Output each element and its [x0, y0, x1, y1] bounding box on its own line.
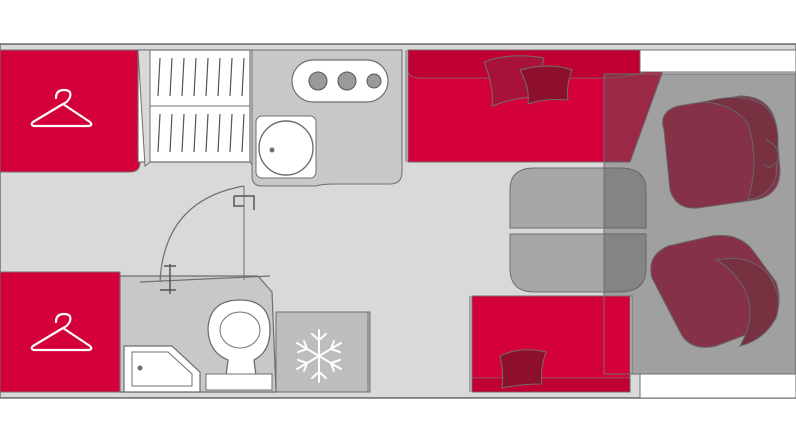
round-sink-icon [255, 115, 317, 179]
kitchen-unit [251, 49, 403, 187]
hanger-icon [30, 88, 93, 128]
washroom [119, 185, 277, 393]
cab-seat-passenger [650, 234, 780, 348]
cab-seat-driver [662, 95, 781, 209]
wardrobe-top [0, 49, 141, 173]
cab-panel-bottom [639, 373, 796, 399]
gas-hob-icon [291, 59, 389, 103]
top-wall [0, 0, 796, 44]
dropdown-bed-overlay [603, 73, 796, 375]
dinette-table [509, 167, 647, 293]
bench-seat-top [407, 49, 665, 163]
shower-tray-icon [123, 345, 201, 393]
snowflake-icon [296, 329, 342, 383]
cab-panel-top [639, 49, 796, 73]
fridge [275, 311, 371, 393]
cushion-icon [499, 349, 547, 389]
bench-seat-bottom [471, 295, 631, 393]
bottom-wall [0, 398, 796, 446]
toilet-icon [205, 299, 273, 391]
wardrobe-bottom [0, 271, 121, 393]
cushion-icon [483, 55, 573, 107]
hanger-icon [30, 312, 93, 352]
shelving-unit [137, 49, 257, 172]
